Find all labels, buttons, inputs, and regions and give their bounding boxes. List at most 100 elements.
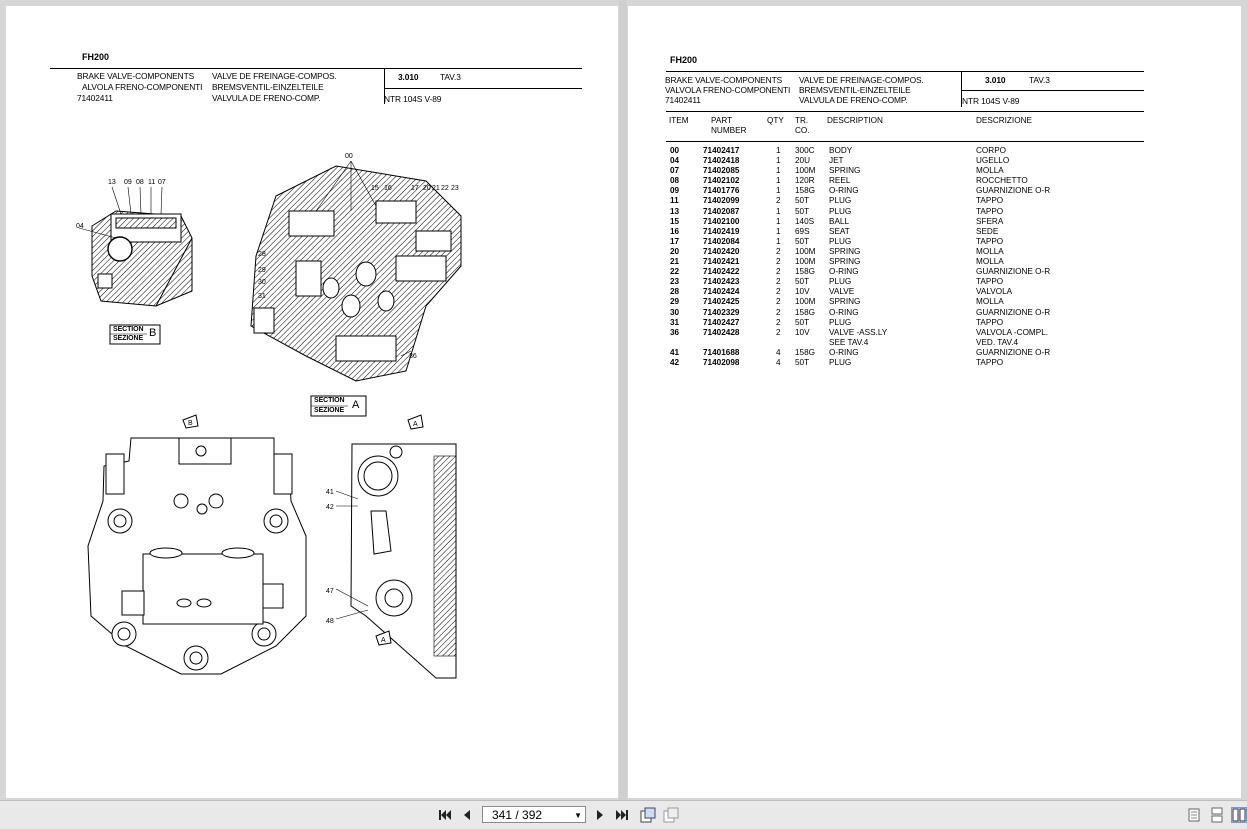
continuous-view-icon[interactable] bbox=[1209, 807, 1225, 823]
callout-42: 42 bbox=[326, 504, 334, 511]
table-cell-part: 71402085 bbox=[703, 166, 740, 176]
table-cell-tr: 140S bbox=[795, 216, 815, 226]
table-cell-desc: SPRING bbox=[829, 166, 861, 176]
ntr-code: NTR 104S V-89 bbox=[962, 96, 1020, 106]
callout-22: 22 bbox=[441, 185, 449, 192]
table-cell-item: 20 bbox=[670, 246, 680, 256]
callout-36: 36 bbox=[409, 353, 417, 360]
title-it: VALVOLA FRENO-COMPONENTI bbox=[665, 85, 791, 95]
table-cell-descr: TAPPO bbox=[976, 357, 1004, 367]
table-cell-tr: 100M bbox=[795, 246, 816, 256]
page-gap bbox=[619, 0, 627, 800]
table-cell-item: 21 bbox=[670, 257, 680, 267]
title-de: BREMSVENTIL-EINZELTEILE bbox=[799, 85, 911, 95]
table-cell-tr: 120R bbox=[795, 176, 815, 186]
bottom-view-a bbox=[335, 443, 457, 679]
table-cell-part: 71401776 bbox=[703, 186, 740, 196]
table-cell-desc: JET bbox=[829, 156, 844, 166]
table-cell-tr: 100M bbox=[795, 297, 816, 307]
table-cell-descr: VALVOLA bbox=[976, 287, 1013, 297]
last-page-icon[interactable] bbox=[614, 807, 630, 823]
callout-00: 00 bbox=[345, 153, 353, 160]
table-top-rule bbox=[666, 111, 1144, 112]
col-header-item: ITEM bbox=[669, 116, 689, 125]
title-it: ALVOLA FRENO-COMPONENTI bbox=[82, 82, 203, 92]
section-a-letter: A bbox=[352, 399, 360, 411]
svg-text:A: A bbox=[413, 421, 418, 428]
col-header-tr-1: TR. bbox=[795, 116, 809, 125]
table-cell-qty: 4 bbox=[776, 357, 781, 367]
table-cell-item: 09 bbox=[670, 186, 680, 196]
table-cell-part: 71402084 bbox=[703, 236, 740, 246]
model-code: FH200 bbox=[82, 52, 110, 62]
col-header-description: DESCRIPTION bbox=[827, 116, 883, 125]
svg-text:A: A bbox=[381, 637, 386, 644]
table-cell-qty: 2 bbox=[776, 277, 781, 287]
callout-29: 29 bbox=[258, 267, 266, 274]
table-cell-part: 71402418 bbox=[703, 156, 740, 166]
section-number: 3.010 bbox=[398, 72, 419, 82]
table-cell-descr: SEDE bbox=[976, 226, 999, 236]
table-cell-qty: 2 bbox=[776, 246, 781, 256]
table-cell-qty: 2 bbox=[776, 196, 781, 206]
callout-47: 47 bbox=[326, 588, 334, 595]
table-cell-descr: TAPPO bbox=[976, 206, 1004, 216]
first-page-icon[interactable] bbox=[437, 807, 453, 823]
callout-48: 48 bbox=[326, 618, 334, 625]
table-cell-descr: VALVOLA -COMPL. bbox=[976, 327, 1049, 337]
table-cell-qty: 2 bbox=[776, 307, 781, 317]
table-cell-part: 71402098 bbox=[703, 357, 740, 367]
svg-text:B: B bbox=[188, 420, 193, 427]
page-number-select[interactable]: 341 / 392 ▼ bbox=[482, 806, 586, 823]
table-cell-item: 11 bbox=[670, 196, 679, 206]
left-document-page: FH200 BRAKE VALVE-COMPONENTS ALVOLA FREN… bbox=[6, 6, 618, 798]
table-cell-qty: 2 bbox=[776, 267, 781, 277]
header-divider bbox=[384, 68, 385, 104]
bottom-view-b bbox=[87, 437, 307, 675]
callout-11: 11 bbox=[148, 179, 155, 186]
table-cell-item: 16 bbox=[670, 226, 680, 236]
table-cell-descr: TAPPO bbox=[976, 196, 1004, 206]
callout-30: 30 bbox=[258, 279, 266, 286]
previous-page-icon[interactable] bbox=[459, 807, 475, 823]
next-page-icon[interactable] bbox=[592, 807, 608, 823]
table-cell-part: 71402099 bbox=[703, 196, 740, 206]
title-en: BRAKE VALVE-COMPONENTS bbox=[77, 71, 195, 81]
single-page-view-icon[interactable] bbox=[1186, 807, 1202, 823]
table-number: TAV.3 bbox=[1029, 75, 1050, 85]
rotate-view-icon[interactable] bbox=[640, 807, 656, 823]
table-cell-desc: VALVE bbox=[829, 287, 855, 297]
table-cell-desc: O-RING bbox=[829, 186, 859, 196]
facing-view-icon[interactable] bbox=[1231, 807, 1247, 823]
title-fr: VALVE DE FREINAGE-COMPOS. bbox=[212, 71, 337, 81]
table-cell-qty: 1 bbox=[776, 146, 781, 155]
table-cell-part: 71402329 bbox=[703, 307, 740, 317]
table-cell-descr: MOLLA bbox=[976, 246, 1004, 256]
table-cell-item: 07 bbox=[670, 166, 680, 176]
fit-page-icon[interactable] bbox=[663, 807, 679, 823]
table-cell-part: 71402421 bbox=[703, 257, 740, 267]
table-cell-desc: PLUG bbox=[829, 357, 852, 367]
part-number: 71402411 bbox=[77, 93, 113, 103]
table-cell-desc: BODY bbox=[829, 146, 853, 155]
table-cell-descr: MOLLA bbox=[976, 166, 1004, 176]
table-cell-desc: PLUG bbox=[829, 277, 852, 287]
table-cell-descr: TAPPO bbox=[976, 236, 1004, 246]
col-header-descrizione: DESCRIZIONE bbox=[976, 116, 1032, 125]
table-cell-tr: 158G bbox=[795, 307, 816, 317]
table-cell-part: 71402424 bbox=[703, 287, 740, 297]
callout-08: 08 bbox=[136, 179, 144, 186]
table-cell-part: 71402423 bbox=[703, 277, 740, 287]
table-cell-desc: SPRING bbox=[829, 297, 861, 307]
callout-41: 41 bbox=[326, 489, 334, 496]
callout-17: 17 bbox=[411, 185, 419, 192]
view-marker-a-bottom bbox=[375, 630, 392, 646]
table-cell-desc: SEE TAV.4 bbox=[829, 337, 869, 347]
section-b-letter: B bbox=[149, 327, 157, 339]
table-cell-part: 71402087 bbox=[703, 206, 740, 216]
right-document-page: FH200 BRAKE VALVE-COMPONENTS VALVOLA FRE… bbox=[628, 6, 1241, 798]
